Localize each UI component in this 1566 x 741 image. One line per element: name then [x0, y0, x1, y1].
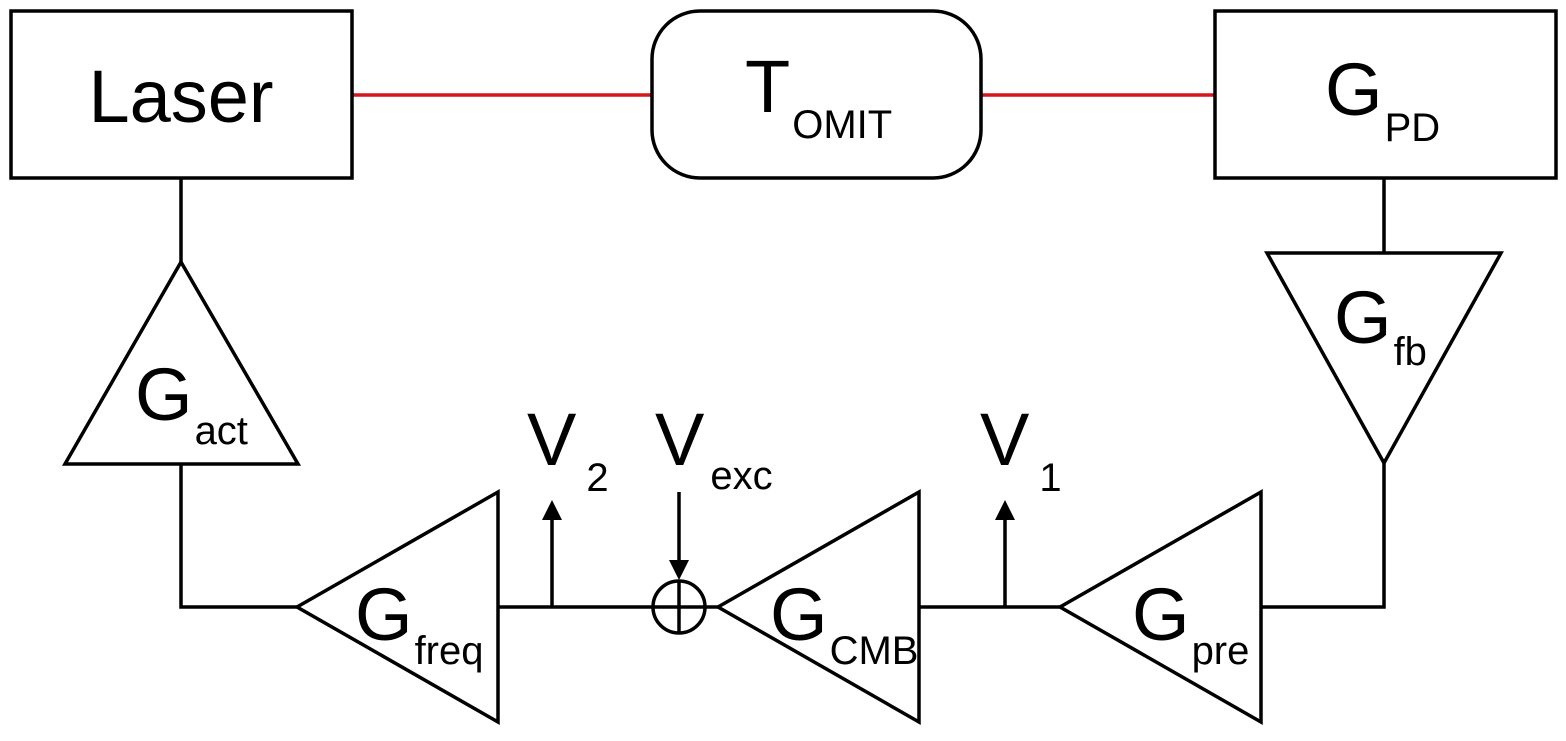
- freq-amplifier-label: Gfreq: [355, 573, 484, 673]
- laser-label: Laser: [88, 55, 273, 138]
- cmb-amplifier: GCMB: [714, 488, 921, 726]
- photodetector-block: GPD: [1213, 9, 1558, 180]
- fb-amplifier-label: Gfb: [1334, 276, 1427, 374]
- fb-amplifier: Gfb: [1264, 251, 1504, 467]
- cmb-amplifier-label: GCMB: [770, 573, 918, 673]
- omit-block: TOMIT: [650, 9, 983, 180]
- laser-block: Laser: [9, 9, 354, 180]
- photodetector-label: GPD: [1325, 48, 1440, 150]
- summing-junction: [651, 579, 707, 635]
- act-amplifier-label: Gact: [135, 353, 248, 453]
- pre-amplifier-label: Gpre: [1132, 573, 1249, 673]
- freq-amplifier: Gfreq: [293, 488, 500, 726]
- pre-amplifier: Gpre: [1056, 488, 1263, 726]
- act-amplifier: Gact: [61, 258, 302, 466]
- omit-label: TOMIT: [745, 45, 892, 147]
- wire-act-freq: [179, 464, 297, 609]
- wire-pre-fb: [1261, 463, 1386, 609]
